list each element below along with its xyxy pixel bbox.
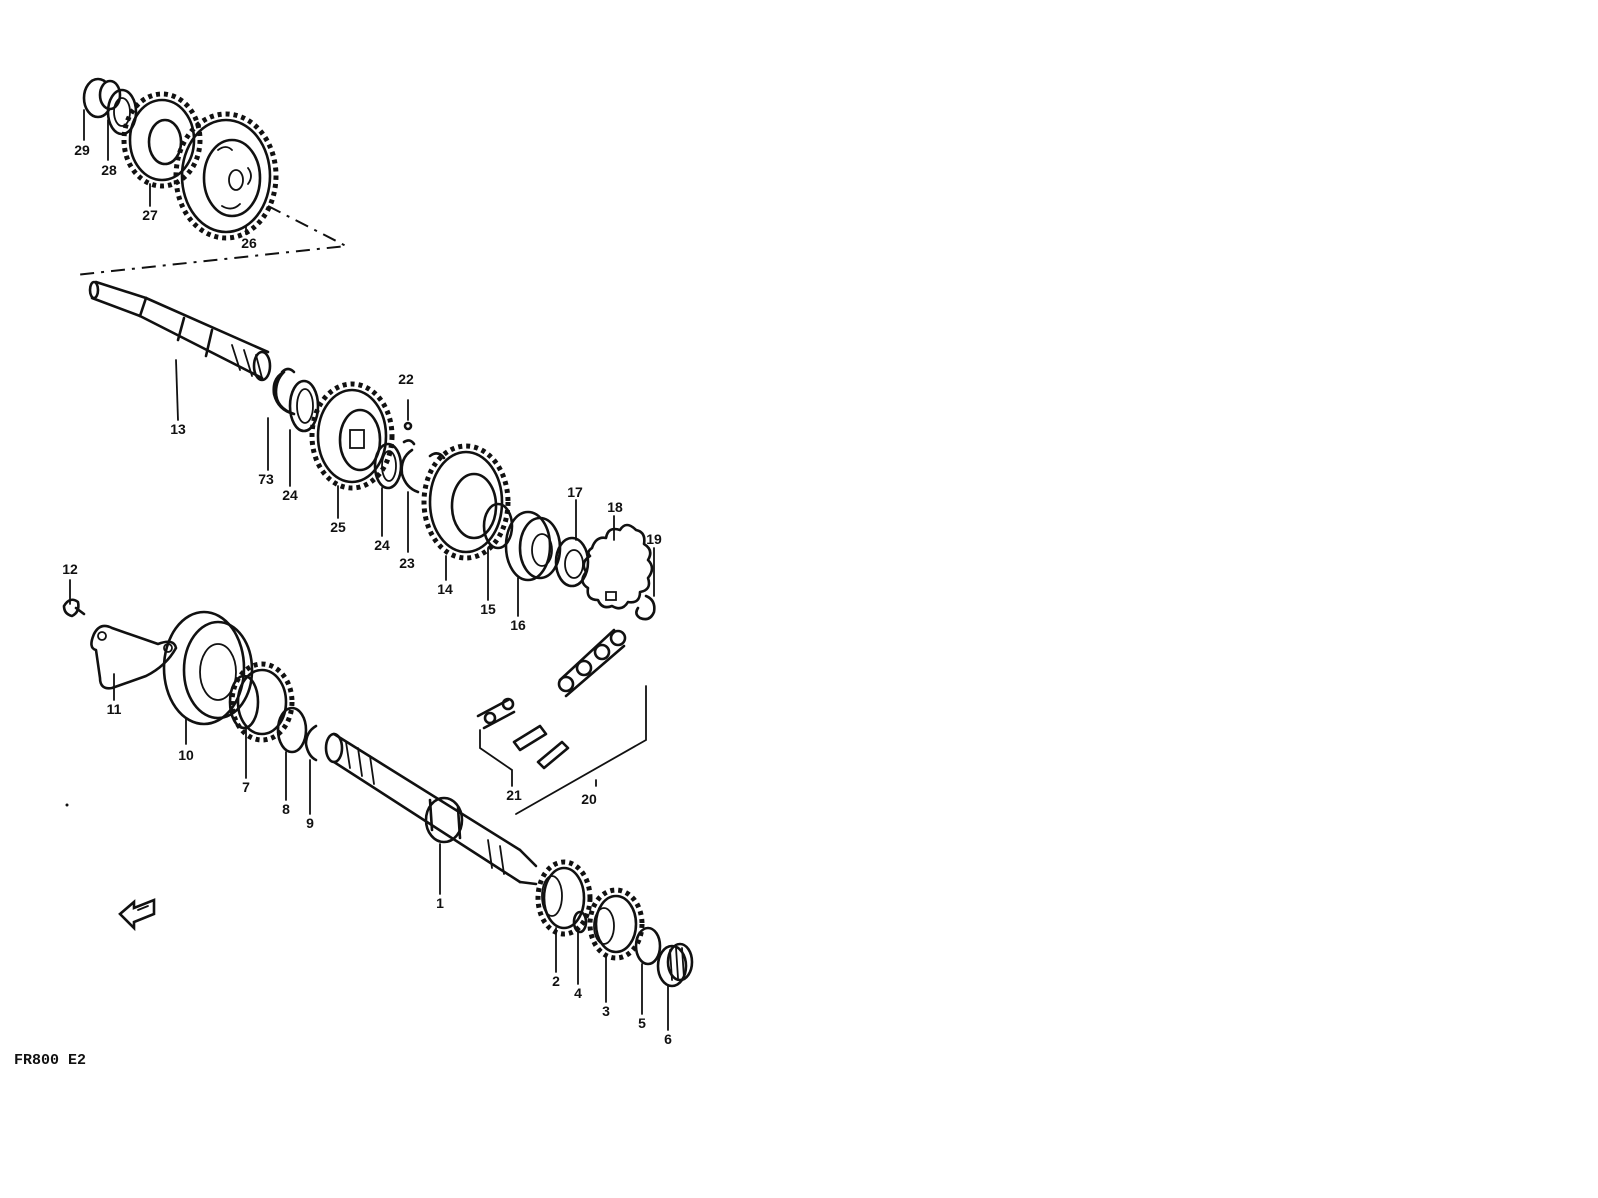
circlip-73 [272, 367, 296, 416]
gear-25 [309, 381, 395, 491]
circlip-23 [400, 439, 420, 494]
pin-22 [403, 421, 413, 431]
bushing-4 [572, 910, 588, 934]
label-18: 18 [607, 499, 623, 515]
label-22: 22 [398, 371, 414, 387]
washer-24-upper [288, 379, 320, 433]
label-25: 25 [330, 519, 346, 535]
direction-arrow-icon [118, 898, 156, 932]
label-6: 6 [664, 1031, 672, 1047]
gear-3 [587, 887, 645, 961]
label-9: 9 [306, 815, 314, 831]
label-73: 73 [258, 471, 274, 487]
label-16: 16 [510, 617, 526, 633]
gear-26 [173, 111, 279, 241]
bearing-16 [504, 510, 562, 582]
bearing-retainer-11 [90, 624, 178, 690]
label-3: 3 [602, 1003, 610, 1019]
label-23: 23 [399, 555, 415, 571]
gear-27 [121, 91, 203, 189]
main-shaft-1 [324, 732, 538, 886]
label-5: 5 [638, 1015, 646, 1031]
gear-14 [421, 443, 511, 561]
label-26: 26 [241, 235, 257, 251]
label-29: 29 [74, 142, 90, 158]
label-7: 7 [242, 779, 250, 795]
master-link-21 [476, 697, 570, 770]
gear-7 [228, 661, 295, 743]
circlip-19 [635, 594, 656, 621]
label-8: 8 [282, 801, 290, 817]
label-1: 1 [436, 895, 444, 911]
circlip-9 [304, 724, 318, 762]
label-2: 2 [552, 973, 560, 989]
label-13: 13 [170, 421, 186, 437]
chain-20 [557, 628, 627, 698]
label-20: 20 [581, 791, 597, 807]
label-27: 27 [142, 207, 158, 223]
shaft-13 [88, 280, 272, 382]
gear-2 [535, 859, 593, 937]
washer-5 [634, 926, 662, 966]
label-15: 15 [480, 601, 496, 617]
bearing-10 [162, 610, 254, 726]
label-14: 14 [437, 581, 453, 597]
label-24-upper: 24 [282, 487, 298, 503]
bolt-12 [62, 598, 86, 618]
label-28: 28 [101, 162, 117, 178]
label-12: 12 [62, 561, 78, 577]
label-10: 10 [178, 747, 194, 763]
label-11: 11 [107, 701, 122, 717]
label-24-lower: 24 [374, 537, 390, 553]
diagram-code: FR800 E2 [14, 1052, 86, 1069]
washer-8 [276, 706, 308, 754]
bearing-6 [656, 942, 694, 988]
label-21: 21 [506, 787, 522, 803]
label-19: 19 [646, 531, 662, 547]
washer-15 [482, 502, 514, 550]
leader-lines [69, 109, 669, 1031]
label-4: 4 [574, 985, 582, 1001]
sprocket-18 [581, 523, 654, 610]
label-17: 17 [567, 484, 583, 500]
